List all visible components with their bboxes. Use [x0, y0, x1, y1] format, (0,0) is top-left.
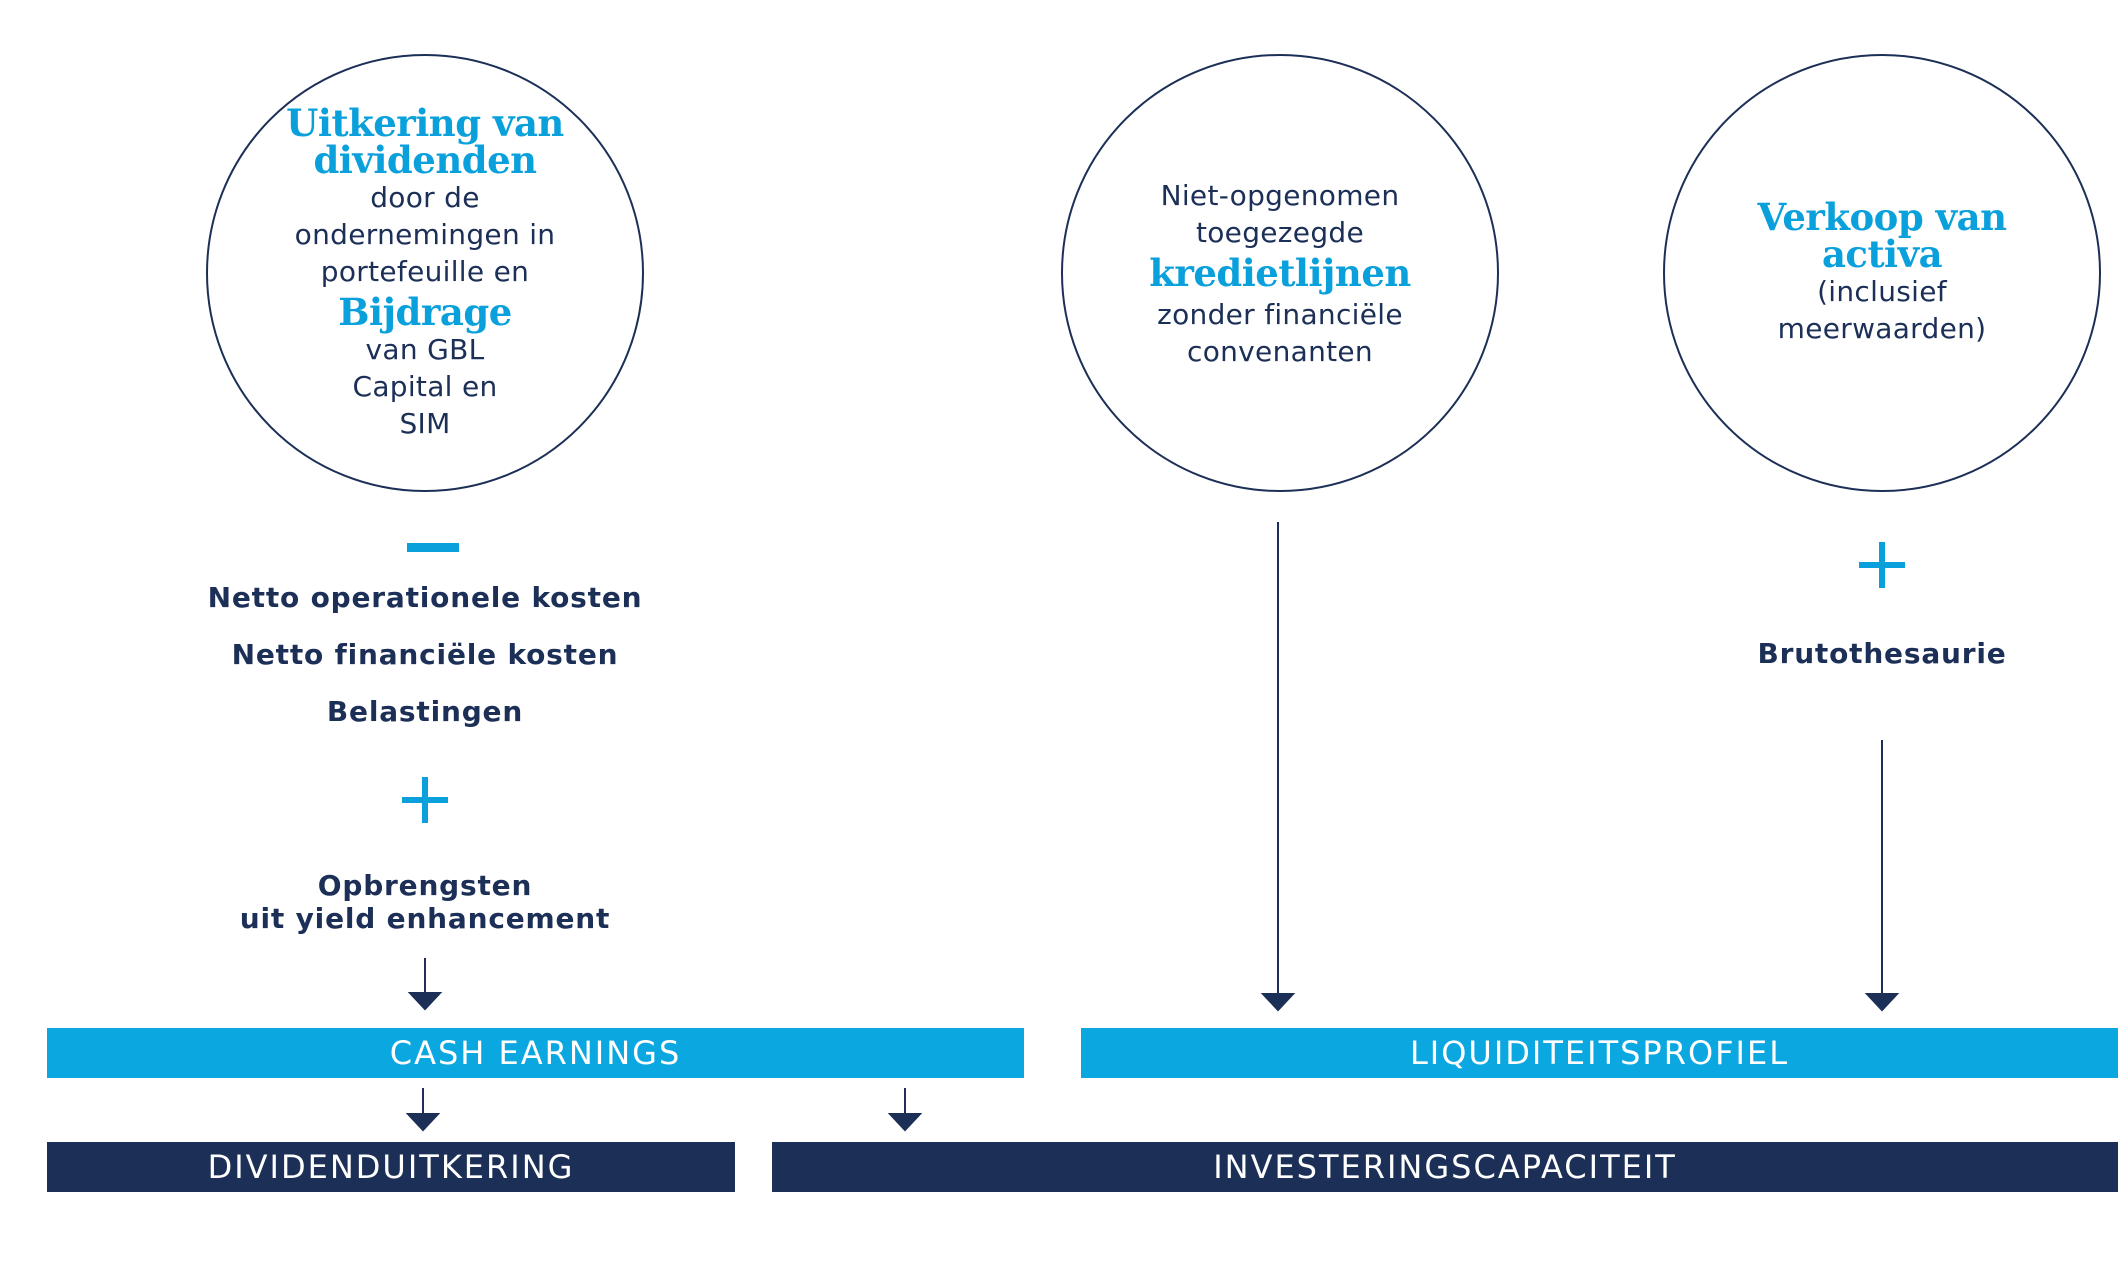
arrow-gross-cash-to-liquidity-head — [1864, 993, 1900, 1012]
arrow-to-investment-capacity-head — [887, 1113, 923, 1132]
circle-asset-sales: Verkoop van activa (inclusief meerwaarde… — [1663, 54, 2101, 492]
contribution-text: van GBL Capital en SIM — [352, 332, 498, 440]
circle-credit-lines: Niet-opgenomen toegezegde kredietlijnen … — [1061, 54, 1499, 492]
arrow-credit-to-liquidity-head — [1260, 993, 1296, 1012]
credit-text-bottom: zonder financiële convenanten — [1157, 297, 1403, 368]
investment-capacity-label: INVESTERINGSCAPACITEIT — [1213, 1148, 1677, 1186]
arrow-to-cash-earnings-head — [407, 992, 443, 1011]
plus-sign-left-vertical — [422, 777, 428, 823]
dividend-payout-label: DIVIDENDUITKERING — [207, 1148, 575, 1186]
gross-cash-label: Brutothesaurie — [1757, 637, 2007, 670]
minus-sign — [407, 543, 459, 552]
yield-label-line-1: Opbrengsten — [317, 869, 533, 902]
cost-financial: Netto financiële kosten — [231, 638, 619, 671]
plus-sign-right-vertical — [1879, 542, 1885, 588]
cost-taxes: Belastingen — [326, 695, 524, 728]
dividend-payout-bar: DIVIDENDUITKERING — [47, 1142, 735, 1192]
dividends-text: door de ondernemingen in portefeuille en — [294, 180, 556, 288]
cash-earnings-bar: CASH EARNINGS — [47, 1028, 1024, 1078]
circle-dividends: Uitkering van dividenden door de onderne… — [206, 54, 644, 492]
liquidity-profile-bar: LIQUIDITEITSPROFIEL — [1081, 1028, 2118, 1078]
investment-capacity-bar: INVESTERINGSCAPACITEIT — [772, 1142, 2118, 1192]
credit-heading: kredietlijnen — [1149, 250, 1411, 295]
asset-sales-heading: Verkoop van activa — [1757, 195, 2007, 276]
contribution-heading: Bijdrage — [338, 289, 512, 334]
arrow-to-dividend-payout-head — [405, 1113, 441, 1132]
cash-earnings-label: CASH EARNINGS — [389, 1034, 682, 1072]
credit-text-top: Niet-opgenomen toegezegde — [1160, 178, 1400, 249]
liquidity-profile-label: LIQUIDITEITSPROFIEL — [1409, 1034, 1790, 1072]
cost-operational: Netto operationele kosten — [207, 581, 643, 614]
yield-label-line-2: uit yield enhancement — [239, 902, 611, 935]
dividends-heading: Uitkering van dividenden — [286, 100, 564, 182]
asset-sales-text: (inclusief meerwaarden) — [1777, 275, 1987, 345]
